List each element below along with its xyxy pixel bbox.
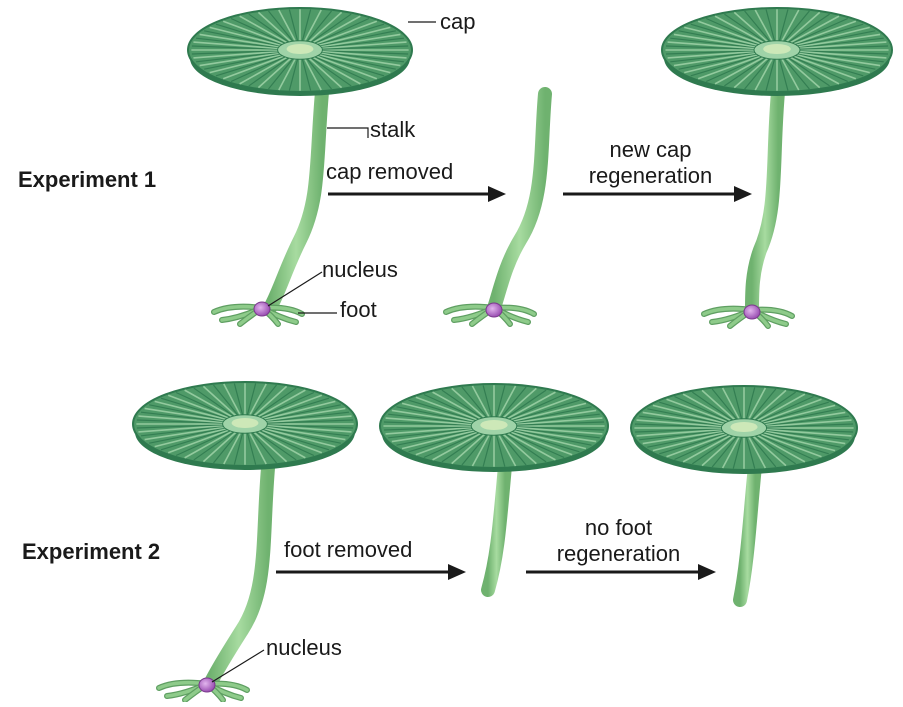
exp2-intact-cap <box>133 382 357 470</box>
exp2-arrow-regeneration <box>526 564 716 580</box>
exp1-arrow-regeneration <box>563 186 752 202</box>
experiment-1-title: Experiment 1 <box>18 168 156 192</box>
exp1-intact-nucleus <box>254 302 270 316</box>
exp1-step1-label: cap removed <box>326 160 453 184</box>
exp1-arrow-cap-removed <box>328 186 506 202</box>
exp2-organism-no-regeneration <box>631 386 857 600</box>
exp2-step2-label-line1: no foot <box>546 516 691 540</box>
foot-label: foot <box>340 298 377 322</box>
exp1-step2-label-line2: regeneration <box>578 164 723 188</box>
nucleus-label-1: nucleus <box>322 258 398 282</box>
exp2-step1-label: foot removed <box>284 538 412 562</box>
exp2-intact-nucleus <box>199 678 215 692</box>
exp2-step2-label-line2: regeneration <box>546 542 691 566</box>
exp1-capless-nucleus <box>486 303 502 317</box>
exp1-capless-stalk <box>494 94 545 308</box>
exp1-intact-stalk <box>270 92 322 308</box>
nucleus-label-2: nucleus <box>266 636 342 660</box>
exp1-regenerated-cap <box>662 8 892 96</box>
exp2-footless-stalk <box>488 466 505 590</box>
exp1-organism-capless <box>446 94 545 324</box>
exp1-regenerated-nucleus <box>744 305 760 319</box>
exp1-intact-cap <box>188 8 412 96</box>
exp1-step2-label-line1: new cap <box>578 138 723 162</box>
stalk-leader-line <box>327 128 368 138</box>
experiment-2-title: Experiment 2 <box>22 540 160 564</box>
exp1-regenerated-stalk <box>752 92 778 310</box>
exp2-arrow-foot-removed <box>276 564 466 580</box>
exp2-intact-stalk <box>210 468 268 684</box>
cap-label: cap <box>440 10 475 34</box>
exp2-footless-cap <box>380 384 608 472</box>
stalk-label: stalk <box>370 118 415 142</box>
exp2-noregen-cap <box>631 386 857 474</box>
exp2-noregen-stalk <box>740 466 755 600</box>
